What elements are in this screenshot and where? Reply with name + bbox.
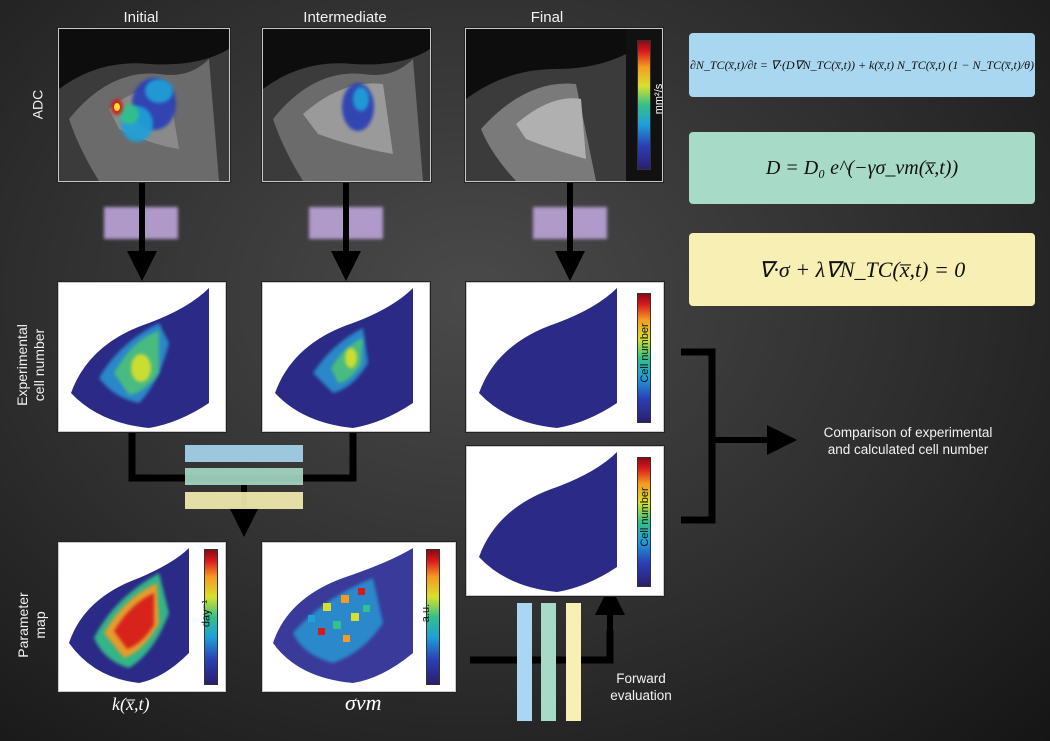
- row-label-experimental: Experimental cell number: [14, 324, 47, 406]
- mini-bar-yellow: [185, 492, 303, 509]
- vbar-blue: [517, 603, 532, 721]
- forward-path: [470, 630, 614, 664]
- cell-panel-initial: [58, 282, 226, 432]
- k-colorbar-unit: day⁻¹: [200, 599, 213, 628]
- column-header-intermediate: Intermediate: [303, 9, 387, 26]
- adc-image-final: [466, 29, 626, 181]
- adc-panel-initial: [58, 28, 230, 182]
- equation-stress-equilibrium: ∇·σ + λ∇N_TC(x̅,t) = 0: [689, 233, 1035, 306]
- cell-map-intermediate: [275, 288, 413, 428]
- vbar-yellow: [566, 603, 581, 721]
- sigma-symbol: σvm: [345, 690, 382, 715]
- adc-panel-intermediate: [262, 28, 431, 182]
- cell-map-initial: [71, 288, 209, 428]
- equation-diffusion-coefficient: D = D₀ e^(−γσ_vm(x̅,t)): [689, 132, 1035, 204]
- param-panel-sigma: a.u.: [262, 542, 456, 692]
- cell-colorbar-experimental: [637, 293, 651, 423]
- cell-panel-intermediate: [262, 282, 430, 432]
- adc-image-initial: [59, 29, 229, 181]
- cell-map-final-experimental: [479, 288, 617, 428]
- comparison-label: Comparison of experimental and calculate…: [823, 425, 993, 457]
- param-panel-k: day⁻¹: [58, 542, 226, 692]
- cell-panel-final-experimental: Cell number: [466, 282, 664, 432]
- sigma-colorbar: [426, 549, 440, 685]
- equation-3-text: ∇·σ + λ∇N_TC(x̅,t) = 0: [758, 256, 966, 282]
- purple-bar-final: [533, 207, 607, 239]
- mini-bar-blue: [185, 445, 303, 462]
- comparison-bracket: [681, 348, 716, 524]
- row-label-adc: ADC: [29, 89, 46, 120]
- adc-colorbar-unit: mm²/s: [653, 83, 665, 115]
- equation-1-text: ∂N_TC(x̅,t)/∂t = ∇·(D∇N_TC(x̅,t)) + k(x̅…: [689, 57, 1035, 72]
- cell-map-final-calculated: [479, 452, 617, 592]
- cell-colorbar-calculated: [637, 457, 651, 587]
- column-header-initial: Initial: [123, 9, 159, 26]
- cell-panel-final-calculated: Cell number: [466, 446, 664, 596]
- equation-2-text: D = D₀ e^(−γσ_vm(x̅,t)): [765, 156, 959, 179]
- k-colorbar: [204, 549, 218, 685]
- vbar-green: [541, 603, 556, 721]
- k-symbol: k(x̅,t): [112, 694, 150, 714]
- row-label-parameter: Parameter map: [15, 592, 48, 658]
- purple-bar-intermediate: [309, 207, 383, 239]
- adc-colorbar: [637, 40, 651, 170]
- forward-evaluation-label: Forward evaluation: [610, 671, 672, 703]
- mini-bar-green: [185, 468, 303, 485]
- adc-image-intermediate: [263, 29, 430, 181]
- column-header-final: Final: [530, 9, 564, 26]
- merge-bracket: [128, 432, 357, 482]
- adc-panel-final: mm²/s: [465, 28, 665, 182]
- equation-reaction-diffusion: ∂N_TC(x̅,t)/∂t = ∇·(D∇N_TC(x̅,t)) + k(x̅…: [689, 33, 1035, 97]
- cell-colorbar-label-experimental: Cell number: [639, 323, 651, 383]
- purple-bar-initial: [104, 207, 178, 239]
- k-map: [69, 548, 189, 683]
- sigma-map: [273, 548, 413, 683]
- sigma-colorbar-unit: a.u.: [420, 603, 432, 623]
- cell-colorbar-label-calculated: Cell number: [639, 487, 651, 547]
